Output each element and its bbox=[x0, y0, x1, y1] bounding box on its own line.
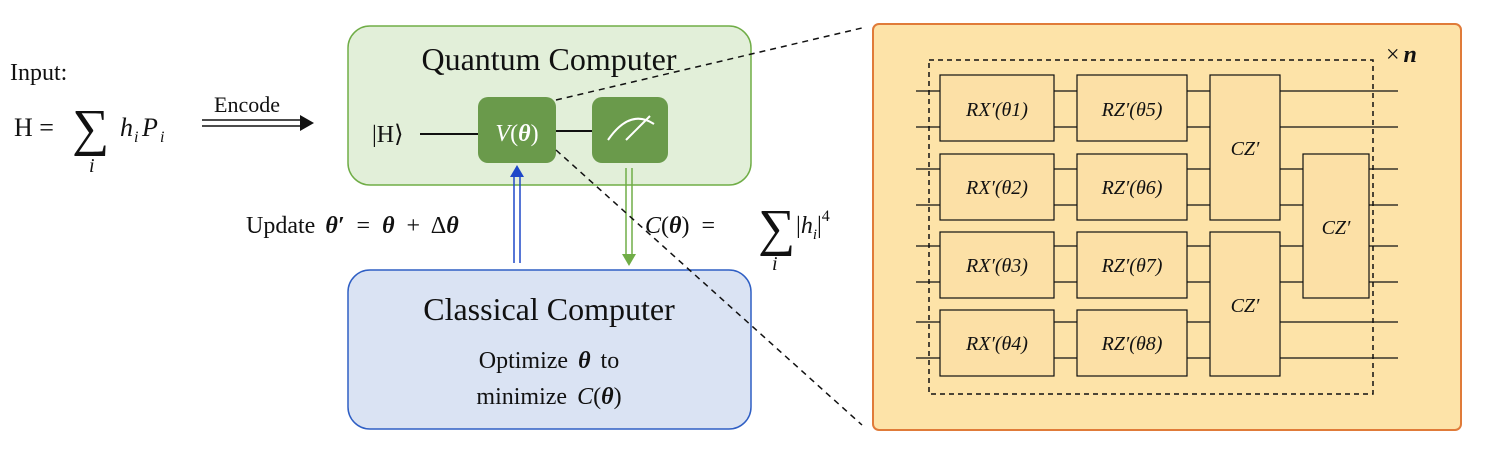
cost-formula: C(θ) = ∑ i |hi|4 bbox=[645, 200, 830, 275]
cz-gate-bottom: CZ′ bbox=[1209, 231, 1281, 377]
encode-arrow: Encode bbox=[202, 92, 314, 131]
measurement-meter-icon bbox=[607, 115, 655, 141]
svg-text:RZ′(θ5): RZ′(θ5) bbox=[1101, 99, 1163, 121]
repeat-label: ×n bbox=[1386, 42, 1417, 68]
zoom-line-bottom bbox=[555, 149, 863, 426]
input-p-sub: i bbox=[160, 129, 164, 146]
svg-text:RX′(θ2): RX′(θ2) bbox=[965, 177, 1028, 199]
input-formula-lhs: H = bbox=[14, 113, 54, 142]
classical-computer-title: Classical Computer bbox=[423, 291, 675, 327]
ket-h: |H⟩ bbox=[372, 122, 404, 148]
svg-text:RZ′(θ7): RZ′(θ7) bbox=[1101, 255, 1163, 277]
cost-sum-symbol: ∑ bbox=[758, 200, 795, 257]
rx-gate-2: RX′(θ2) bbox=[939, 153, 1055, 221]
svg-text:RZ′(θ6): RZ′(θ6) bbox=[1101, 177, 1163, 199]
classical-computer-box bbox=[347, 269, 752, 430]
svg-text:C(θ) =: C(θ) = bbox=[645, 213, 715, 239]
quantum-computer-title: Quantum Computer bbox=[421, 41, 676, 77]
cost-sum-index: i bbox=[772, 253, 778, 275]
rz-gate-1: RZ′(θ5) bbox=[1076, 74, 1188, 142]
rz-gate-4: RZ′(θ8) bbox=[1076, 309, 1188, 377]
cz-gate-middle: CZ′ bbox=[1302, 153, 1370, 299]
input-h-sub: i bbox=[134, 129, 138, 146]
update-formula: Update θ′ = θ + Δθ bbox=[246, 213, 459, 239]
svg-text:RX′(θ3): RX′(θ3) bbox=[965, 255, 1028, 277]
repeat-block-border bbox=[928, 59, 1374, 395]
encode-label: Encode bbox=[214, 92, 280, 117]
svg-text:CZ′: CZ′ bbox=[1231, 295, 1260, 317]
variational-gate-v bbox=[478, 97, 556, 163]
rx-gate-1: RX′(θ1) bbox=[939, 74, 1055, 142]
input-h: h bbox=[120, 113, 133, 142]
measurement-gate bbox=[592, 97, 668, 163]
input-sum-symbol: ∑ bbox=[72, 100, 109, 157]
rz-gate-3: RZ′(θ7) bbox=[1076, 231, 1188, 299]
input-p: P bbox=[141, 113, 158, 142]
update-arrow bbox=[510, 165, 524, 263]
svg-text:RX′(θ4): RX′(θ4) bbox=[965, 333, 1028, 355]
quantum-computer-panel: Quantum Computer |H⟩ V(θ) bbox=[347, 25, 752, 186]
svg-text:RX′(θ1): RX′(θ1) bbox=[965, 99, 1028, 121]
svg-text:|hi|4: |hi|4 bbox=[796, 208, 830, 243]
input-label: Input: bbox=[10, 60, 67, 86]
svg-text:RZ′(θ8): RZ′(θ8) bbox=[1101, 333, 1163, 355]
rx-gate-4: RX′(θ4) bbox=[939, 309, 1055, 377]
input-sum-index: i bbox=[89, 155, 95, 177]
input-block: Input: H = ∑ i h i P i bbox=[10, 60, 164, 177]
zoom-line-top bbox=[555, 27, 863, 101]
rz-gate-2: RZ′(θ6) bbox=[1076, 153, 1188, 221]
svg-text:CZ′: CZ′ bbox=[1231, 138, 1260, 160]
svg-text:CZ′: CZ′ bbox=[1322, 217, 1351, 239]
classical-line1: Optimize θ to bbox=[479, 348, 619, 374]
classical-computer-panel: Classical Computer Optimize θ to minimiz… bbox=[347, 269, 752, 430]
classical-line2: minimize C(θ) bbox=[476, 384, 621, 410]
gate-v-label: V(θ) bbox=[495, 121, 538, 147]
cz-gate-top: CZ′ bbox=[1209, 74, 1281, 221]
rx-gate-3: RX′(θ3) bbox=[939, 231, 1055, 299]
circuit-panel: ×n RX′(θ1) RX′(θ2) RX′(θ3) RX′ bbox=[872, 23, 1462, 431]
encode-arrow-head bbox=[300, 115, 314, 131]
